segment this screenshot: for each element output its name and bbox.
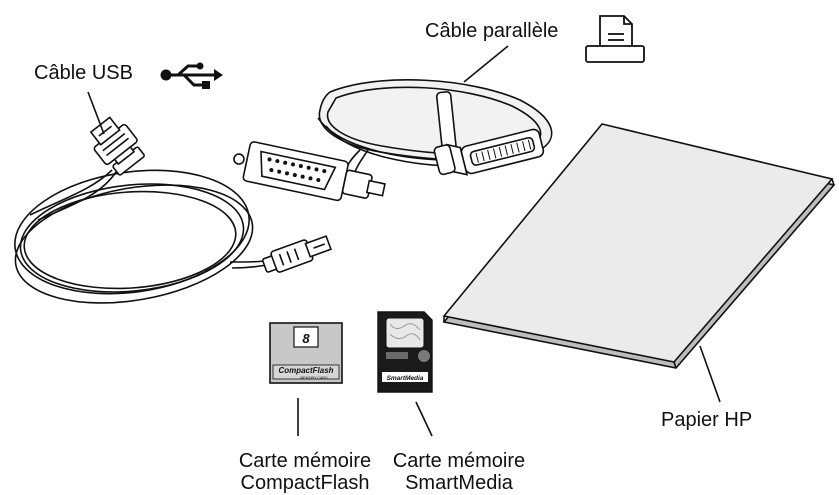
- compactflash-card: [269, 322, 343, 384]
- compactflash-label-line2: CompactFlash: [240, 472, 370, 494]
- usb-leader-line: [87, 91, 105, 135]
- compactflash-label-line1: Carte mémoire: [238, 450, 372, 472]
- paper-leader-line: [699, 345, 721, 403]
- compactflash-brand-text: CompactFlash: [278, 366, 333, 375]
- hp-paper-stack: [442, 123, 836, 369]
- usb-plug-upper: [89, 116, 145, 176]
- parallel-cable: [317, 79, 553, 179]
- smartmedia-card: [377, 311, 433, 393]
- usb-cable: [14, 169, 273, 304]
- compactflash-subtitle-text: MEMORY CARD: [300, 376, 328, 380]
- usb-plug-right: [262, 235, 332, 273]
- parallel-connector-centronics: [433, 128, 545, 176]
- compactflash-slot-number: 8: [302, 331, 310, 346]
- usb-trident-icon: [160, 62, 223, 89]
- smartmedia-card-label: Carte mémoire SmartMedia: [384, 450, 534, 494]
- compactflash-card-label: Carte mémoire CompactFlash: [230, 450, 380, 494]
- smartmedia-label-line1: Carte mémoire: [392, 450, 526, 472]
- smartmedia-brand-text: SmartMedia: [387, 375, 424, 382]
- parallel-connector-db25: [233, 141, 386, 202]
- hp-paper-label: Papier HP: [661, 409, 753, 431]
- printer-document-icon: [585, 15, 645, 63]
- parallel-cable-label: Câble parallèle: [425, 20, 559, 42]
- smartmedia-label-line2: SmartMedia: [405, 472, 513, 494]
- smartmedia-leader-line: [415, 401, 433, 437]
- parallel-leader-line: [463, 45, 509, 83]
- usb-cable-label: Câble USB: [34, 62, 133, 84]
